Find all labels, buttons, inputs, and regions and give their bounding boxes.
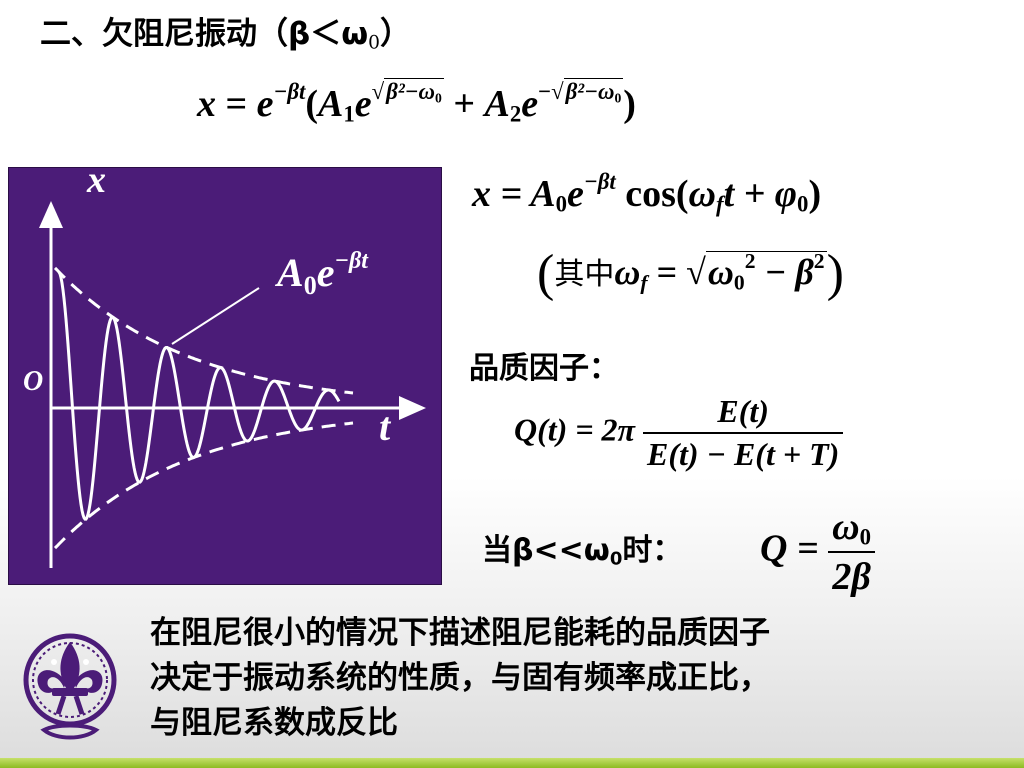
oscillation-solution-equation: x = A0e−βt cos(ωft + φ0) (472, 168, 822, 217)
damped-oscillation-graph: x t O A0e−βt (23, 159, 426, 568)
fleur-de-lis-logo (18, 630, 122, 754)
upper-envelope (53, 266, 354, 395)
lower-envelope (53, 421, 354, 550)
quality-factor-label: 品质因子： (469, 351, 619, 386)
envelope-pointer-line (171, 287, 260, 345)
condition-text: 当β<<ω0时： (482, 533, 683, 570)
quality-factor-equation: Q(t) = 2π E(t)E(t) − E(t + T) (514, 393, 844, 473)
summary-text: 在阻尼很小的情况下描述阻尼能耗的品质因子 决定于振动系统的性质，与固有频率成正比… (150, 615, 770, 741)
fleur-de-lis-icon (23, 633, 117, 740)
y-axis-label: x (86, 168, 106, 201)
general-solution-equation: x = e−βt(A1e√β²−ω0 + A2e−√β²−ω0) (197, 77, 636, 127)
envelope-label: A0e−βt (274, 248, 369, 300)
damped-oscillation-plot: x t O A0e−βt (8, 159, 442, 585)
oscillation-curve (57, 271, 341, 521)
x-axis-label: t (379, 404, 392, 449)
origin-label: O (23, 366, 43, 397)
damped-frequency-equation: (其中ωf = √ω02 − β2) (537, 245, 844, 302)
slide-title: 二、欠阻尼振动（β＜ω0） (40, 16, 411, 54)
bottom-accent-bar (0, 758, 1024, 768)
